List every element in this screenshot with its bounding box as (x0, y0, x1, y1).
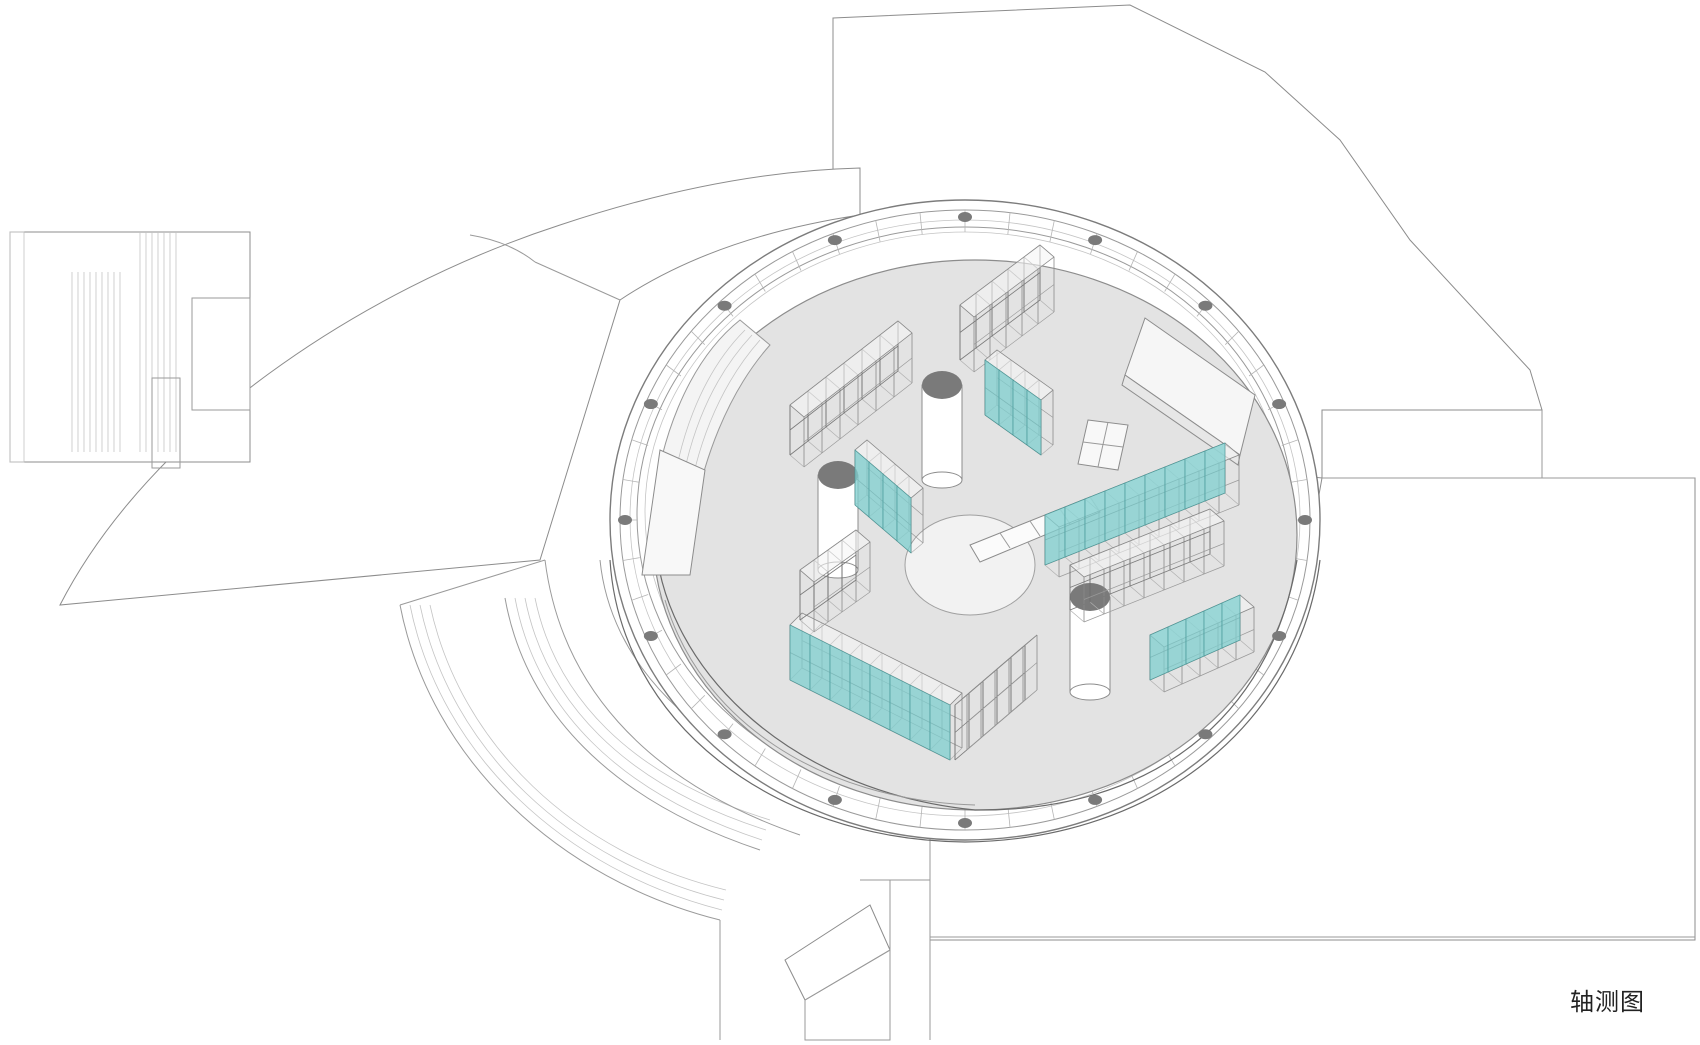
column-head-dot (618, 515, 632, 525)
railing-post (1290, 479, 1308, 483)
west-stair-treads (71, 232, 177, 452)
south-curved-steps (399, 559, 846, 1040)
west-bench (641, 449, 706, 576)
west-stair-block (9, 231, 251, 463)
column-head-dot (958, 212, 972, 222)
rim-column-heads (618, 212, 1312, 828)
railing-post (792, 769, 802, 789)
shelf-unit-e-3 (1149, 594, 1255, 693)
railing-post (1224, 331, 1239, 345)
column-head-dot (643, 399, 658, 410)
column-head-dot (1088, 235, 1103, 246)
shelf-unit-e-2 (1069, 508, 1225, 623)
diagram-caption: 轴测图 (1570, 988, 1645, 1016)
railing-post (754, 748, 766, 767)
shelf-unit-s-right (954, 634, 1038, 761)
shelf-unit-e-1 (1044, 442, 1240, 578)
shelf-unit-n-1 (959, 244, 1055, 373)
south-stair-tower (784, 904, 891, 1001)
railing-post (1248, 364, 1265, 377)
column-head-dot (1298, 515, 1312, 525)
railing-post (665, 663, 682, 676)
column-head-dot (958, 818, 972, 828)
shelf-unit-n-2 (984, 349, 1054, 456)
railing-post (622, 557, 640, 561)
railing-post (1281, 439, 1299, 446)
column-head-dot (717, 300, 732, 311)
column-head-dot (827, 235, 842, 246)
column-head-dot (717, 729, 732, 740)
railing-post (754, 273, 766, 292)
railing-post (792, 251, 802, 271)
central-table (1077, 419, 1129, 471)
railing-post (665, 364, 682, 377)
shelf-unit-s-left (799, 529, 871, 633)
column-1 (921, 371, 963, 489)
column-head-dot (827, 794, 842, 805)
column-head-dot (643, 630, 658, 641)
railing-post (1049, 220, 1055, 242)
railing-post (875, 798, 881, 820)
column-head-dot (1198, 300, 1213, 311)
railing-post (1007, 212, 1011, 235)
railing-post (919, 212, 923, 235)
shelf-unit-nw-2 (854, 439, 924, 554)
railing-post (691, 695, 706, 709)
railing-post (919, 805, 923, 828)
railing-post (1164, 273, 1176, 292)
shelf-unit-nw-1 (789, 320, 913, 468)
railing-post (1128, 251, 1138, 271)
shelving-frames (789, 244, 1255, 761)
railing-post (875, 220, 881, 242)
railing-post (622, 479, 640, 483)
column-head-dot (1198, 729, 1213, 740)
column-head-dot (1272, 630, 1287, 641)
railing-post (631, 594, 649, 601)
railing-post (631, 439, 649, 446)
railing-post (691, 331, 706, 345)
column-head-dot (1088, 794, 1103, 805)
shelf-unit-s-front (789, 612, 963, 761)
column-head-dot (1272, 399, 1287, 410)
